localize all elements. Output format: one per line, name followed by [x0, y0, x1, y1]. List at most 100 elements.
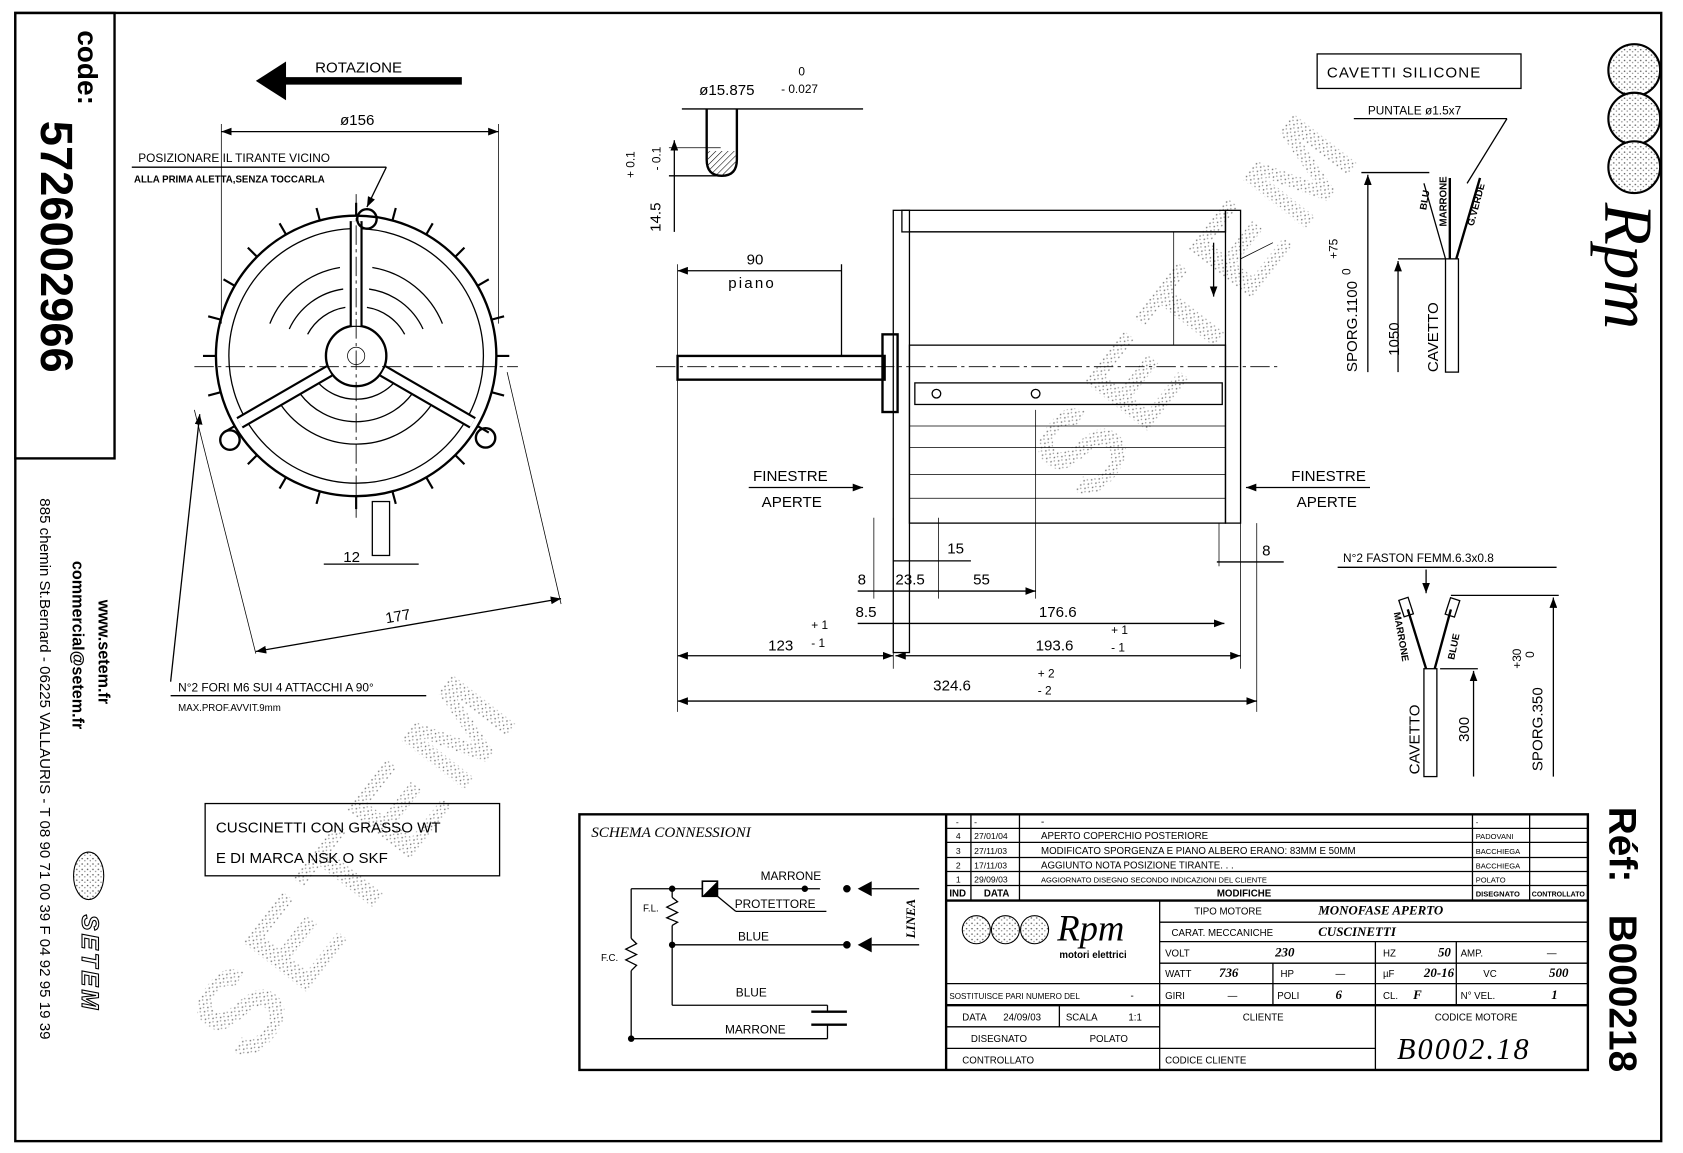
revision-cell-data: 27/01/04 — [974, 831, 1008, 841]
schema-fl: F.L. — [643, 903, 659, 914]
disegnato-value: POLATO — [1090, 1034, 1129, 1045]
shaft-h-tol-upper: + 0.1 — [623, 151, 637, 178]
sporg-1100: SPORG.1100 — [1344, 281, 1361, 372]
code-value: 5726002966 — [31, 121, 82, 373]
scala-value: 1:1 — [1128, 1012, 1141, 1023]
title-block: SCHEMA CONNESSIONI MARRONE — [578, 813, 1590, 1072]
cooling-fin — [491, 391, 505, 397]
cl-label: CL. — [1383, 991, 1398, 1002]
cooling-fin — [222, 278, 236, 287]
shaft-diameter: ø15.875 — [699, 82, 754, 99]
cable-length-300: 300 — [1456, 717, 1473, 742]
tie-rod-note-1: POSIZIONARE IL TIRANTE VICINO — [138, 151, 330, 165]
rpm-logo-text: Rpm — [1590, 202, 1667, 330]
mounting-ear — [474, 427, 497, 449]
sporg-1100-tol-up: +75 — [1327, 238, 1341, 259]
dim-123-tol-lo: - 1 — [811, 636, 825, 650]
data-value: 24/09/03 — [1003, 1012, 1041, 1023]
revision-cell-data: 17/11/03 — [974, 860, 1007, 870]
holes-note-2: MAX.PROF.AVVIT.9mm — [178, 703, 281, 714]
sporg-1100-tol-lo: 0 — [1340, 268, 1354, 275]
vc-value: 500 — [1549, 965, 1569, 980]
revision-cell-disegnato: POLATO — [1476, 875, 1506, 884]
address-text: 885 chemin St.Bernard - 06225 VALLAURIS … — [36, 498, 53, 1039]
poli-label: POLI — [1277, 991, 1299, 1002]
disegnato-label: DISEGNATO — [971, 1034, 1028, 1045]
shaft-detail: ø15.875 0 - 0.027 14.5 + 0.1 - 0.1 — [623, 65, 864, 232]
dim-55: 55 — [973, 572, 990, 589]
revision-cell-ind: 1 — [956, 874, 961, 884]
cavetto-top: CAVETTO — [1425, 302, 1442, 372]
giri-value: — — [1228, 991, 1238, 1002]
faston-title: N°2 FASTON FEMM.6.3x0.8 — [1343, 551, 1494, 565]
poli-value: 6 — [1335, 987, 1342, 1002]
revision-cell-modifica: APERTO COPERCHIO POSTERIORE — [1041, 831, 1209, 842]
cooling-fin — [207, 391, 221, 397]
data-label: DATA — [962, 1012, 987, 1023]
revision-cell-ind: 2 — [956, 860, 961, 870]
line-arrow-icon — [857, 881, 872, 897]
wire-blu: BLU — [1418, 189, 1432, 211]
nvel-value: 1 — [1551, 987, 1557, 1002]
cooling-fin — [315, 491, 321, 505]
rpm-logo-small: Rpm motori elettrici — [961, 908, 1127, 961]
nvel-label: N° VEL. — [1461, 991, 1496, 1002]
rpm-small-text: Rpm — [1056, 908, 1124, 949]
email-link[interactable]: commercial@setem.fr — [68, 561, 86, 730]
revision-cell-modifica: AGGIORNATO DISEGNO SECONDO INDICAZIONI D… — [1041, 875, 1267, 884]
windows-left-2: APERTE — [762, 494, 822, 511]
dim-193-tol-up: + 1 — [1111, 623, 1128, 637]
sporg-350-tol-lo: 0 — [1523, 651, 1537, 658]
website-link[interactable]: www.setem.fr — [94, 599, 112, 705]
cooling-fin — [391, 207, 397, 221]
revision-cell-ind: 3 — [956, 846, 961, 856]
shaft-h-tol-lower: - 0.1 — [649, 146, 663, 170]
dim-324-tol-up: + 2 — [1038, 666, 1055, 680]
sporg-350: SPORG.350 — [1530, 687, 1547, 771]
dim-12: 12 — [343, 549, 360, 566]
wire-gverde: G.VERDE — [1466, 182, 1488, 227]
rotation-label: ROTAZIONE — [315, 59, 402, 76]
dim-324-tol-lo: - 2 — [1038, 684, 1052, 698]
silicone-cables-title: CAVETTI SILICONE — [1327, 65, 1482, 82]
codice-motore-label: CODICE MOTORE — [1435, 1012, 1518, 1023]
revision-cell-data: 27/11/03 — [974, 846, 1007, 856]
ref-value: B000218 — [1600, 915, 1643, 1073]
schema-marrone-low: MARRONE — [725, 1022, 786, 1036]
silicone-cables-box — [1316, 53, 1522, 90]
dim-123: 123 — [768, 637, 793, 654]
dim-177: 177 — [384, 606, 412, 627]
mounting-ear — [219, 429, 241, 451]
sostituisce-value: - — [1131, 991, 1134, 1002]
carat-label: CARAT. MECCANICHE — [1172, 928, 1274, 939]
tipo-motore-value: MONOFASE APERTO — [1317, 903, 1443, 918]
dim-193-tol-lo: - 1 — [1111, 640, 1125, 654]
scala-label: SCALA — [1066, 1012, 1098, 1023]
cooling-fin — [425, 222, 434, 236]
dim-123-tol-up: + 1 — [811, 618, 828, 632]
ref-label: Réf: — [1600, 807, 1643, 882]
dim-8-5: 8.5 — [856, 604, 877, 621]
diameter-156: ø156 — [340, 112, 374, 129]
shaft-tol-upper: 0 — [798, 65, 805, 79]
faston-wire-marrone: MARRONE — [1391, 611, 1411, 663]
volt-value: 230 — [1274, 945, 1295, 960]
dim-15: 15 — [947, 540, 964, 557]
cooling-fin — [391, 491, 397, 505]
schema-blue-low: BLUE — [736, 986, 767, 1000]
controllato-label: CONTROLLATO — [962, 1055, 1034, 1066]
dim-176-6: 176.6 — [1039, 604, 1077, 621]
piano-label: piano — [728, 275, 776, 292]
amp-label: AMP. — [1461, 949, 1483, 960]
dim-23-5: 23.5 — [895, 572, 924, 589]
dim-8a: 8 — [858, 572, 866, 589]
rev-header-controllato: CONTROLLATO — [1532, 891, 1586, 898]
cables-top: CAVETTI SILICONE PUNTALE ø1.5x7 BLU MARR… — [1316, 53, 1522, 373]
tipo-motore-label: TIPO MOTORE — [1194, 907, 1262, 918]
cooling-fin — [491, 315, 505, 321]
cavetto-bottom: CAVETTO — [1407, 704, 1424, 774]
schema-title: SCHEMA CONNESSIONI — [591, 825, 751, 841]
rev-header-modifiche: MODIFICHE — [1217, 888, 1272, 899]
